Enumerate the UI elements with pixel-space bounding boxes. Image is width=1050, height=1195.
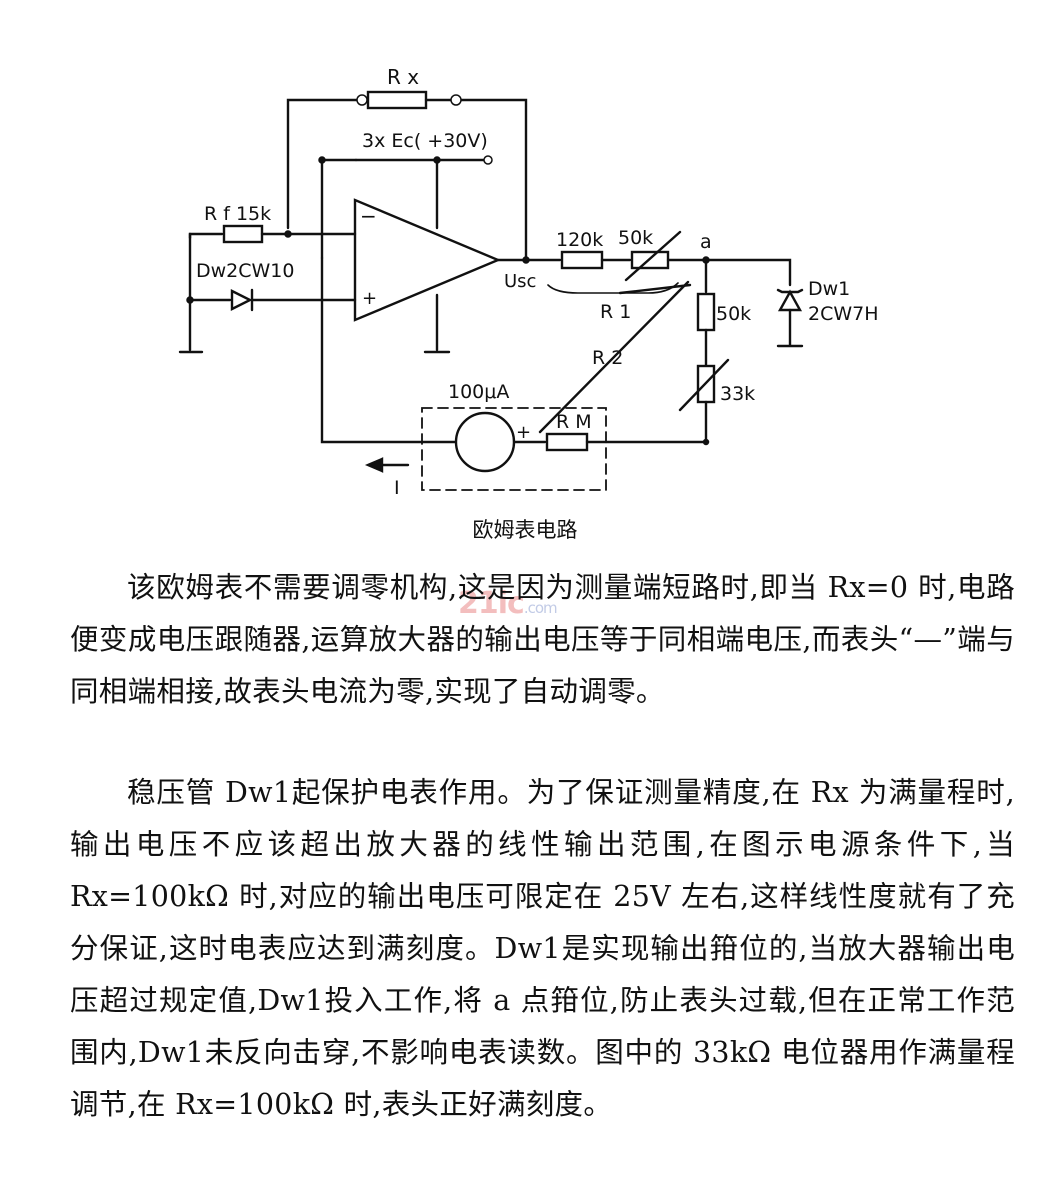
paragraph-text-2: 稳压管 Dw1起保护电表作用。为了保证测量精度,在 Rx 为满量程时,输出电压不… (70, 776, 1015, 1121)
paragraph-text-1: 该欧姆表不需要调零机构,这是因为测量端短路时,即当 Rx=0 时,电路便变成电压… (70, 571, 1015, 708)
label-ec: 3x Ec( +30V) (362, 130, 488, 152)
label-50k: 50k (716, 303, 751, 325)
label-rx: R x (387, 65, 419, 89)
label-33k: 33k (720, 383, 755, 405)
label-dw: Dw2CW10 (196, 260, 295, 282)
label-dw1: Dw1 (808, 278, 850, 300)
label-noninverting-input: + (362, 288, 377, 309)
resistor-rm (545, 432, 589, 452)
resistor-rf (222, 224, 264, 244)
figure-caption: 欧姆表电路 (472, 518, 578, 542)
resistor-120k (560, 250, 604, 270)
wire-feedback-top (286, 98, 364, 230)
watermark: 21ic.com (458, 586, 558, 621)
watermark-sub: .com (523, 599, 558, 617)
zener-dw (230, 289, 253, 311)
label-usc: Usc (504, 271, 536, 292)
resistor-rx (366, 90, 428, 110)
op-amp-symbol (353, 198, 502, 322)
wire-supply (320, 158, 358, 260)
label-r1: R 1 (600, 301, 631, 323)
ammeter-100ua (454, 411, 516, 473)
label-rf: R f 15k (204, 203, 271, 225)
ohmmeter-circuit-diagram: R x 3x Ec( +30V) R f 15k Dw2CW10 120k 50… (178, 65, 879, 499)
label-120k: 120k (556, 229, 603, 251)
body-paragraph-1: 该欧姆表不需要调零机构,这是因为测量端短路时,即当 Rx=0 时,电路便变成电压… (70, 562, 1015, 718)
label-current: I (394, 477, 400, 499)
label-50k-series: 50k (618, 227, 653, 249)
resistor-50k (696, 292, 716, 332)
watermark-main: 21ic (458, 586, 525, 621)
label-dw1-type: 2CW7H (808, 303, 879, 325)
meter-box (421, 407, 607, 491)
body-paragraph-2: 稳压管 Dw1起保护电表作用。为了保证测量精度,在 Rx 为满量程时,输出电压不… (70, 767, 1015, 1131)
label-inverting-input: − (360, 204, 377, 228)
zener-dw1 (777, 289, 803, 312)
label-meter: 100μA (448, 381, 509, 403)
label-meter-plus: + (516, 422, 531, 443)
label-node-a: a (700, 231, 712, 253)
label-r2: R 2 (592, 347, 623, 369)
label-rm: R M (556, 411, 592, 433)
